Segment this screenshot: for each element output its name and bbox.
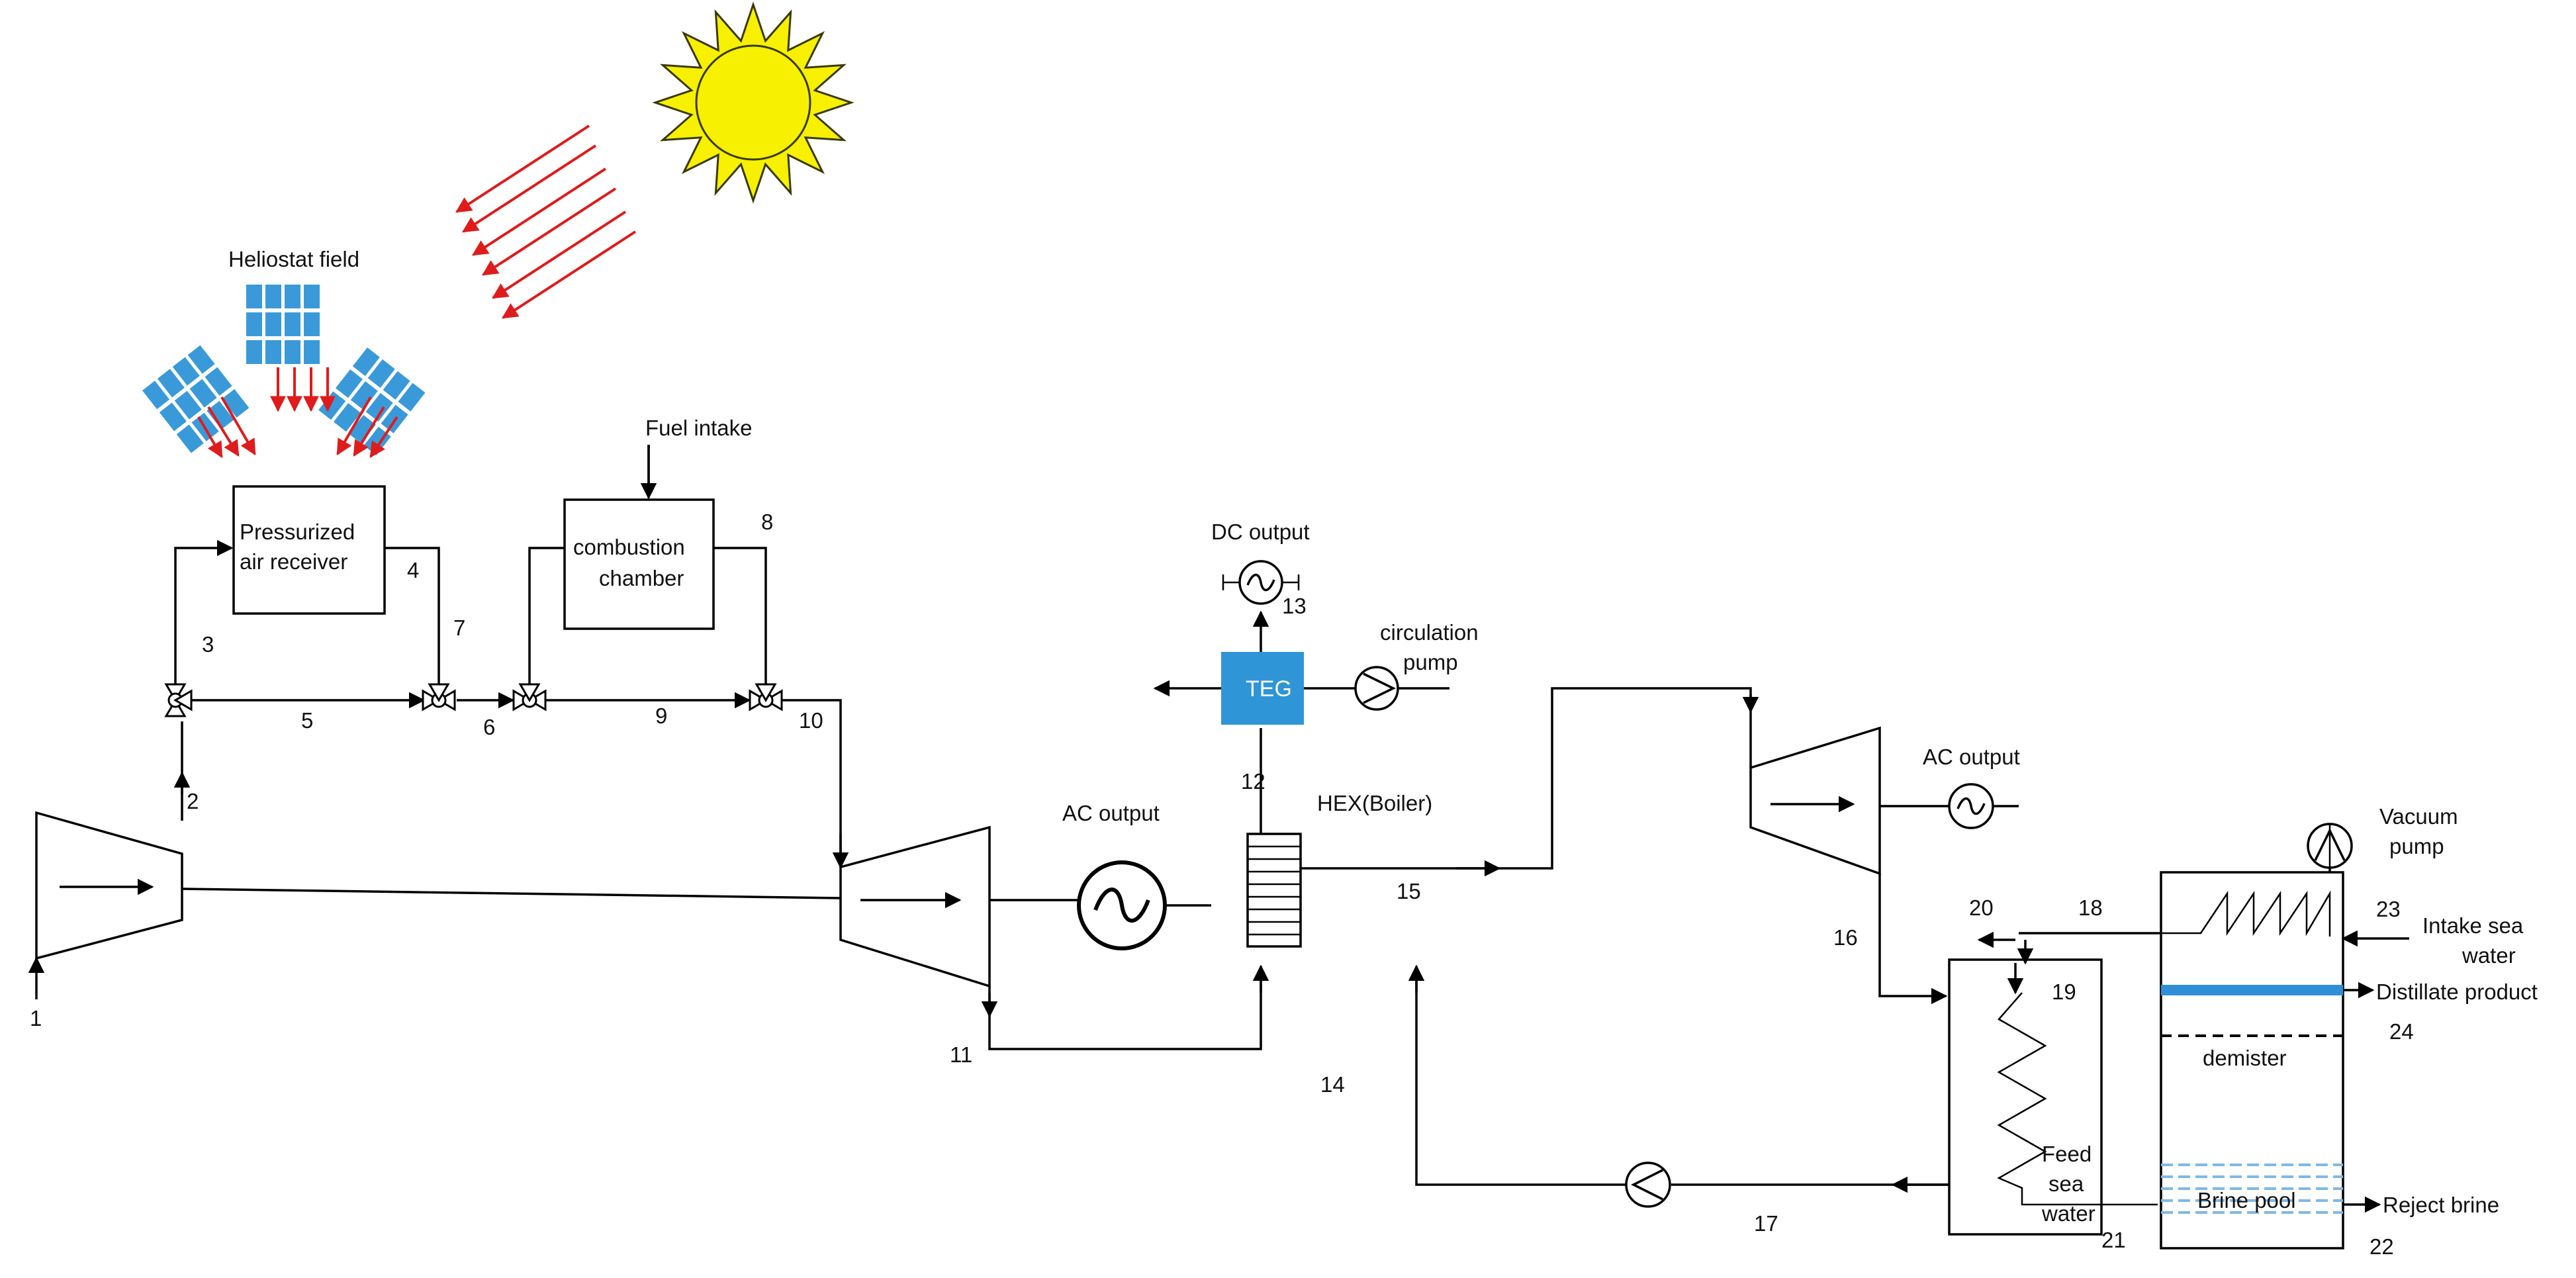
condenser-coil (1997, 992, 2158, 1206)
shaft (181, 888, 841, 899)
state-24: 24 (2389, 1019, 2414, 1044)
demister-label: demister (2203, 1046, 2287, 1070)
vacuum-pump-label-1: Vacuum (2379, 804, 2458, 829)
receiver-label-line2: air receiver (240, 549, 347, 574)
ac-generator-icon (1948, 783, 1994, 829)
steam-line (1301, 687, 1752, 870)
distillate-collector (2161, 985, 2343, 995)
heliostat-panel-icon (246, 285, 320, 364)
circulation-pump-label-2: pump (1403, 650, 1458, 674)
vacuum-pump-icon (2307, 823, 2353, 869)
vacuum-pump-label-2: pump (2389, 834, 2444, 858)
state-6: 6 (483, 715, 495, 739)
intake-sea-water-label-2: water (2461, 943, 2516, 968)
turbine-icon (1749, 726, 1881, 876)
dc-output-label: DC output (1211, 520, 1310, 544)
state-19: 19 (2052, 980, 2076, 1004)
pump-icon (1354, 666, 1399, 711)
three-way-valve-icon (749, 683, 783, 711)
distillate-product-label: Distillate product (2376, 980, 2538, 1004)
three-way-valve-icon (422, 683, 456, 711)
teg-label: TEG (1246, 676, 1292, 702)
state-11: 11 (950, 1042, 972, 1067)
three-way-valve-icon (165, 683, 193, 717)
state-21: 21 (2101, 1228, 2126, 1252)
receiver-label-line1: Pressurized (240, 520, 355, 544)
evaporator-coil (2161, 890, 2331, 936)
gas-loop-piping (173, 539, 849, 869)
pump-icon (1625, 1162, 1671, 1208)
fuel-intake-label: Fuel intake (645, 416, 752, 440)
state-10: 10 (799, 708, 823, 733)
sun-rays (455, 124, 637, 319)
state-14: 14 (1320, 1072, 1345, 1097)
pressurized-air-receiver (232, 485, 386, 615)
ac-output-label-2: AC output (1923, 745, 2020, 769)
heliostat-panel-icon (142, 345, 250, 453)
state-13: 13 (1282, 594, 1307, 618)
state-15: 15 (1397, 879, 1421, 903)
state-point-numbers: 1 2 3 4 5 6 7 8 9 10 11 12 13 14 15 16 1… (30, 510, 2414, 1259)
combustion-chamber (563, 498, 715, 630)
sun-icon (652, 1, 854, 204)
circulation-pump-label-1: circulation (1380, 620, 1479, 645)
ac-output-label-1: AC output (1062, 801, 1160, 825)
hex-boiler-label: HEX(Boiler) (1317, 791, 1432, 815)
state-7: 7 (453, 616, 465, 640)
hex-boiler (1246, 833, 1302, 948)
evaporator-vessel (2160, 871, 2344, 1250)
state-2: 2 (187, 789, 199, 813)
dc-generator-icon (1222, 560, 1300, 605)
combustion-label-line2: chamber (599, 566, 684, 590)
state-8: 8 (761, 510, 773, 534)
state-18: 18 (2078, 895, 2103, 920)
state-17: 17 (1754, 1211, 1778, 1236)
state-1: 1 (30, 1006, 42, 1030)
condenser-vessel (1948, 958, 2103, 1236)
reject-brine-label: Reject brine (2383, 1193, 2499, 1217)
state-4: 4 (407, 558, 419, 582)
state-20: 20 (1969, 895, 1994, 920)
state-5: 5 (301, 708, 313, 733)
reflected-rays (197, 367, 398, 459)
brine-pool-label: Brine pool (2197, 1188, 2296, 1212)
state-12: 12 (1241, 769, 1265, 794)
feed-sea-water-label-3: water (2041, 1201, 2095, 1226)
exhaust-line (988, 966, 1262, 1050)
feed-sea-water-label-2: sea (2048, 1171, 2084, 1196)
intake-sea-water-label-1: Intake sea (2422, 913, 2524, 938)
state-16: 16 (1833, 925, 1858, 950)
heliostat-field-label: Heliostat field (228, 247, 359, 271)
state-22: 22 (2369, 1234, 2394, 1259)
teg-module (1221, 652, 1304, 725)
ac-generator-icon (1077, 860, 1167, 950)
combustion-label-line1: combustion (573, 535, 685, 559)
turbine-icon (839, 825, 991, 988)
state-3: 3 (202, 632, 214, 657)
compressor-icon (28, 811, 183, 999)
state-23: 23 (2376, 897, 2401, 921)
brine-pool (2161, 1164, 2343, 1214)
heliostat-panel-icon (318, 347, 426, 455)
three-way-valve-icon (512, 683, 547, 711)
feed-sea-water-label-1: Feed (2042, 1142, 2092, 1166)
state-9: 9 (655, 704, 667, 728)
